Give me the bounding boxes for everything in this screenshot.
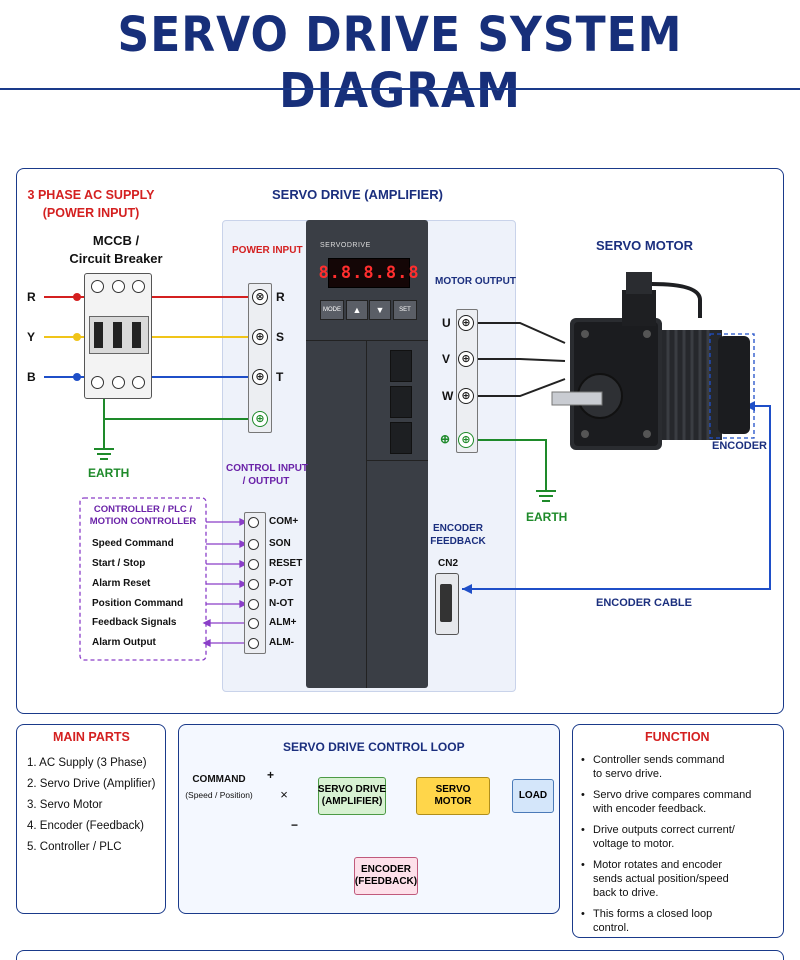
terminal-s: ⊕ bbox=[252, 329, 268, 345]
control-loop-title: SERVO DRIVE CONTROL LOOP bbox=[283, 740, 465, 754]
io-term-alm-minus: ALM- bbox=[269, 637, 294, 648]
terminal-pe: ⊕ bbox=[252, 411, 268, 427]
loop-command-sub: (Speed / Position) bbox=[185, 790, 253, 800]
function-title: FUNCTION bbox=[645, 730, 710, 744]
signal-speed-command: Speed Command bbox=[92, 538, 174, 549]
motor-title: SERVO MOTOR bbox=[596, 238, 694, 253]
terminal-r: ⊗ bbox=[252, 289, 268, 305]
servo-drive-body: SERVODRIVE 8.8.8.8.8 MODE ▲ ▼ SET bbox=[306, 220, 428, 688]
loop-motor-box: SERVO MOTOR bbox=[416, 777, 490, 815]
drive-mode-button[interactable]: MODE bbox=[320, 300, 344, 320]
power-term-s: S bbox=[276, 330, 285, 344]
signal-alarm-output: Alarm Output bbox=[92, 637, 156, 648]
breaker-label: MCCB / Circuit Breaker bbox=[69, 233, 163, 266]
terminal-u: ⊕ bbox=[458, 315, 474, 331]
drive-up-button[interactable]: ▲ bbox=[346, 300, 368, 320]
loop-minus: − bbox=[291, 818, 299, 832]
part-4: 4. Encoder (Feedback) bbox=[27, 820, 144, 832]
motor-term-u: U bbox=[442, 316, 451, 330]
motor-term-w: W bbox=[442, 389, 454, 403]
power-input-label: POWER INPUT bbox=[232, 245, 303, 256]
motor-term-v: V bbox=[442, 352, 451, 366]
function-item-5: This forms a closed loop control. bbox=[581, 907, 781, 935]
circuit-breaker bbox=[84, 273, 152, 399]
control-io-label: CONTROL INPUT / OUTPUT bbox=[226, 463, 309, 487]
io-term-pot: P-OT bbox=[269, 578, 293, 589]
encoder-feedback-label: ENCODER FEEDBACK bbox=[430, 523, 486, 547]
io-term-icon-1 bbox=[248, 539, 259, 550]
drive-display: 8.8.8.8.8 bbox=[318, 258, 419, 288]
io-term-com: COM+ bbox=[269, 516, 299, 527]
drive-title: SERVO DRIVE (AMPLIFIER) bbox=[272, 187, 443, 202]
part-1: 1. AC Supply (3 Phase) bbox=[27, 757, 147, 769]
io-term-icon-6 bbox=[248, 638, 259, 649]
main-parts-title: MAIN PARTS bbox=[53, 730, 130, 744]
page-title: SERVO DRIVE SYSTEM DIAGRAM bbox=[117, 6, 683, 120]
drive-display-digits: 8.8.8.8.8 bbox=[318, 263, 420, 283]
drive-brand: SERVODRIVE bbox=[320, 242, 371, 249]
earth-label-left: EARTH bbox=[88, 466, 130, 480]
motor-output-label: MOTOR OUTPUT bbox=[435, 276, 516, 287]
phase-y-label: Y bbox=[27, 330, 36, 344]
function-item-3: Drive outputs correct current/ voltage t… bbox=[581, 823, 781, 851]
function-item-1: Controller sends command to servo drive. bbox=[581, 753, 781, 781]
part-2: 2. Servo Drive (Amplifier) bbox=[27, 778, 156, 790]
earth-label-right: EARTH bbox=[526, 510, 568, 524]
bottom-panel-edge bbox=[16, 950, 784, 960]
terminal-motor-pe: ⊕ bbox=[458, 432, 474, 448]
part-3: 3. Servo Motor bbox=[27, 799, 103, 811]
loop-sum-junction: × bbox=[280, 787, 288, 802]
io-term-icon-3 bbox=[248, 579, 259, 590]
controller-title: CONTROLLER / PLC / MOTION CONTROLLER bbox=[89, 504, 197, 527]
signal-start-stop: Start / Stop bbox=[92, 558, 146, 569]
encoder-label: ENCODER bbox=[712, 440, 768, 452]
terminal-w: ⊕ bbox=[458, 388, 474, 404]
io-term-icon-5 bbox=[248, 618, 259, 629]
part-5: 5. Controller / PLC bbox=[27, 841, 122, 853]
encoder-cable-label: ENCODER CABLE bbox=[596, 597, 692, 609]
drive-connector-1 bbox=[390, 350, 412, 382]
servo-motor-drawing bbox=[551, 272, 755, 450]
loop-load-box: LOAD bbox=[512, 779, 554, 813]
io-term-icon-4 bbox=[248, 599, 259, 610]
main-parts-panel: MAIN PARTS 1. AC Supply (3 Phase) 2. Ser… bbox=[16, 724, 166, 914]
motor-earth-symbol: ⊕ bbox=[440, 432, 451, 446]
function-item-4: Motor rotates and encoder sends actual p… bbox=[581, 858, 781, 900]
io-term-not: N-OT bbox=[269, 598, 294, 609]
signal-alarm-reset: Alarm Reset bbox=[92, 578, 151, 589]
signal-feedback: Feedback Signals bbox=[92, 617, 177, 628]
function-panel: FUNCTION Controller sends command to ser… bbox=[572, 724, 784, 938]
supply-title: 3 PHASE AC SUPPLY (POWER INPUT) bbox=[27, 188, 155, 220]
function-item-2: Servo drive compares command with encode… bbox=[581, 788, 781, 816]
drive-down-button[interactable]: ▼ bbox=[369, 300, 391, 320]
terminal-t: ⊕ bbox=[252, 369, 268, 385]
title-divider bbox=[0, 88, 800, 90]
loop-plus: + bbox=[267, 768, 275, 782]
loop-encoder-box: ENCODER (FEEDBACK) bbox=[354, 857, 418, 895]
power-term-t: T bbox=[276, 370, 284, 384]
power-terminal-strip bbox=[248, 283, 272, 433]
motor-terminal-strip bbox=[456, 309, 478, 453]
drive-set-button[interactable]: SET bbox=[393, 300, 417, 320]
cn2-connector bbox=[435, 573, 459, 635]
terminal-v: ⊕ bbox=[458, 351, 474, 367]
io-term-icon-0 bbox=[248, 517, 259, 528]
signal-position-command: Position Command bbox=[92, 598, 184, 609]
power-term-r: R bbox=[276, 290, 285, 304]
phase-r-label: R bbox=[27, 290, 36, 304]
loop-command: COMMAND bbox=[192, 774, 246, 785]
loop-drive-box: SERVO DRIVE (AMPLIFIER) bbox=[318, 777, 386, 815]
io-term-reset: RESET bbox=[269, 558, 303, 569]
io-term-son: SON bbox=[269, 538, 291, 549]
drive-connector-3 bbox=[390, 422, 412, 454]
phase-b-label: B bbox=[27, 370, 36, 384]
io-term-alm-plus: ALM+ bbox=[269, 617, 297, 628]
cn2-label: CN2 bbox=[438, 558, 459, 569]
io-term-icon-2 bbox=[248, 559, 259, 570]
drive-connector-2 bbox=[390, 386, 412, 418]
